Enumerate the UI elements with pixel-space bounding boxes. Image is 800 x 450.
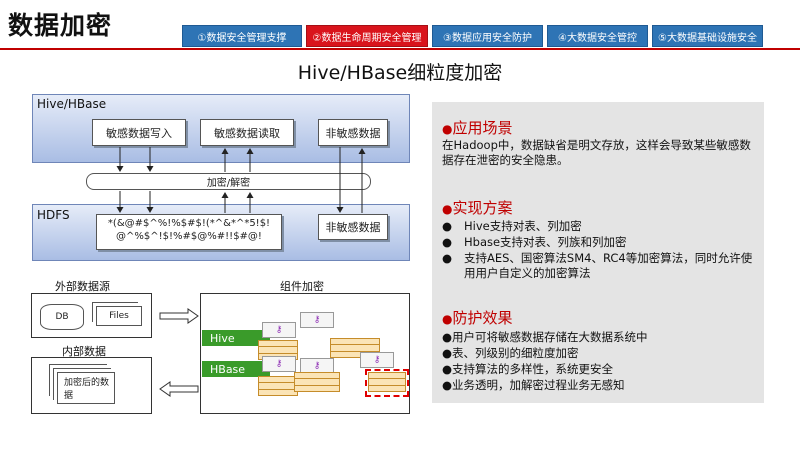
bullet-dot-icon: ● — [442, 202, 453, 216]
solution-item: ●Hive支持对表、列加密 — [442, 219, 582, 233]
component-encrypt-label: 组件加密 — [280, 280, 324, 293]
solution-item: ●支持AES、国密算法SM4、RC4等加密算法，同时允许使用用户自定义的加密算法 — [442, 251, 753, 280]
hbase-table-icon — [258, 376, 298, 396]
effect-item: ●表、列级别的细粒度加密 — [442, 346, 579, 360]
highlight-dashed-box — [365, 369, 409, 397]
db-label: DB — [55, 312, 69, 322]
hive-hbase-label: Hive/HBase — [37, 97, 107, 111]
key-icon: ⚷ — [360, 352, 394, 368]
sensitive-read-box: 敏感数据读取 — [200, 119, 294, 146]
tab-bigdata-infrastructure[interactable]: ⑤大数据基础设施安全 — [652, 25, 763, 47]
effect-item: ●用户可将敏感数据存储在大数据系统中 — [442, 330, 648, 344]
encrypt-decrypt-bar: 加密/解密 — [86, 173, 371, 190]
nonsensitive-bottom-box: 非敏感数据 — [318, 214, 388, 240]
bullet-dot-icon: ● — [442, 122, 453, 136]
nav-tabs: ①数据安全管理支撑 ②数据生命周期安全管理 ③数据应用安全防护 ④大数据安全管控… — [182, 25, 763, 47]
key-icon: ⚷ — [300, 312, 334, 328]
hive-tag: Hive — [202, 330, 270, 346]
encrypted-data-stack: 加密后的数据 — [57, 372, 115, 404]
hbase-tag: HBase — [202, 361, 270, 377]
cipher-line-2: @^%$^!$!%#$@%#!!$#@! — [116, 231, 262, 242]
scenario-heading: ●应用场景 — [442, 119, 513, 137]
scenario-text: 在Hadoop中，数据缺省是明文存放，这样会导致某些敏感数据存在泄密的安全隐患。 — [442, 138, 751, 167]
db-cylinder: DB — [40, 304, 84, 330]
hbase-encrypted-table-icon — [368, 372, 406, 392]
cipher-line-1: *(&@#$^%!%$#$!(*^&*^*5!$! — [107, 218, 271, 229]
title-divider — [0, 48, 800, 50]
nonsensitive-top-box: 非敏感数据 — [318, 119, 388, 146]
sensitive-write-box: 敏感数据写入 — [92, 119, 186, 146]
key-icon: ⚷ — [262, 322, 296, 338]
info-panel — [432, 102, 764, 403]
encrypted-data-label: 加密后的数据 — [64, 378, 110, 401]
ciphertext-box: *(&@#$^%!%$#$!(*^&*^*5!$! @^%$^!$!%#$@%#… — [96, 214, 282, 250]
solution-heading: ●实现方案 — [442, 199, 513, 217]
tab-bigdata-control[interactable]: ④大数据安全管控 — [547, 25, 648, 47]
tab-data-security-support[interactable]: ①数据安全管理支撑 — [182, 25, 302, 47]
internal-data-label: 内部数据 — [62, 345, 106, 358]
bullet-dot-icon: ● — [442, 312, 453, 326]
hdfs-label: HDFS — [37, 208, 70, 222]
files-stack: Files — [96, 306, 142, 326]
page-title: 数据加密 — [8, 11, 113, 40]
effect-heading: ●防护效果 — [442, 309, 513, 327]
tab-data-application-protection[interactable]: ③数据应用安全防护 — [432, 25, 543, 47]
effect-item: ●业务透明，加解密过程业务无感知 — [442, 378, 625, 392]
key-icon: ⚷ — [262, 356, 296, 372]
tab-data-lifecycle[interactable]: ②数据生命周期安全管理 — [306, 25, 428, 47]
slide-subtitle: Hive/HBase细粒度加密 — [297, 62, 503, 84]
external-source-label: 外部数据源 — [55, 280, 110, 293]
effect-item: ●支持算法的多样性，系统更安全 — [442, 362, 614, 376]
hbase-mid-table-icon — [294, 372, 340, 392]
files-label: Files — [109, 311, 129, 321]
solution-item: ●Hbase支持对表、列族和列加密 — [442, 235, 627, 249]
